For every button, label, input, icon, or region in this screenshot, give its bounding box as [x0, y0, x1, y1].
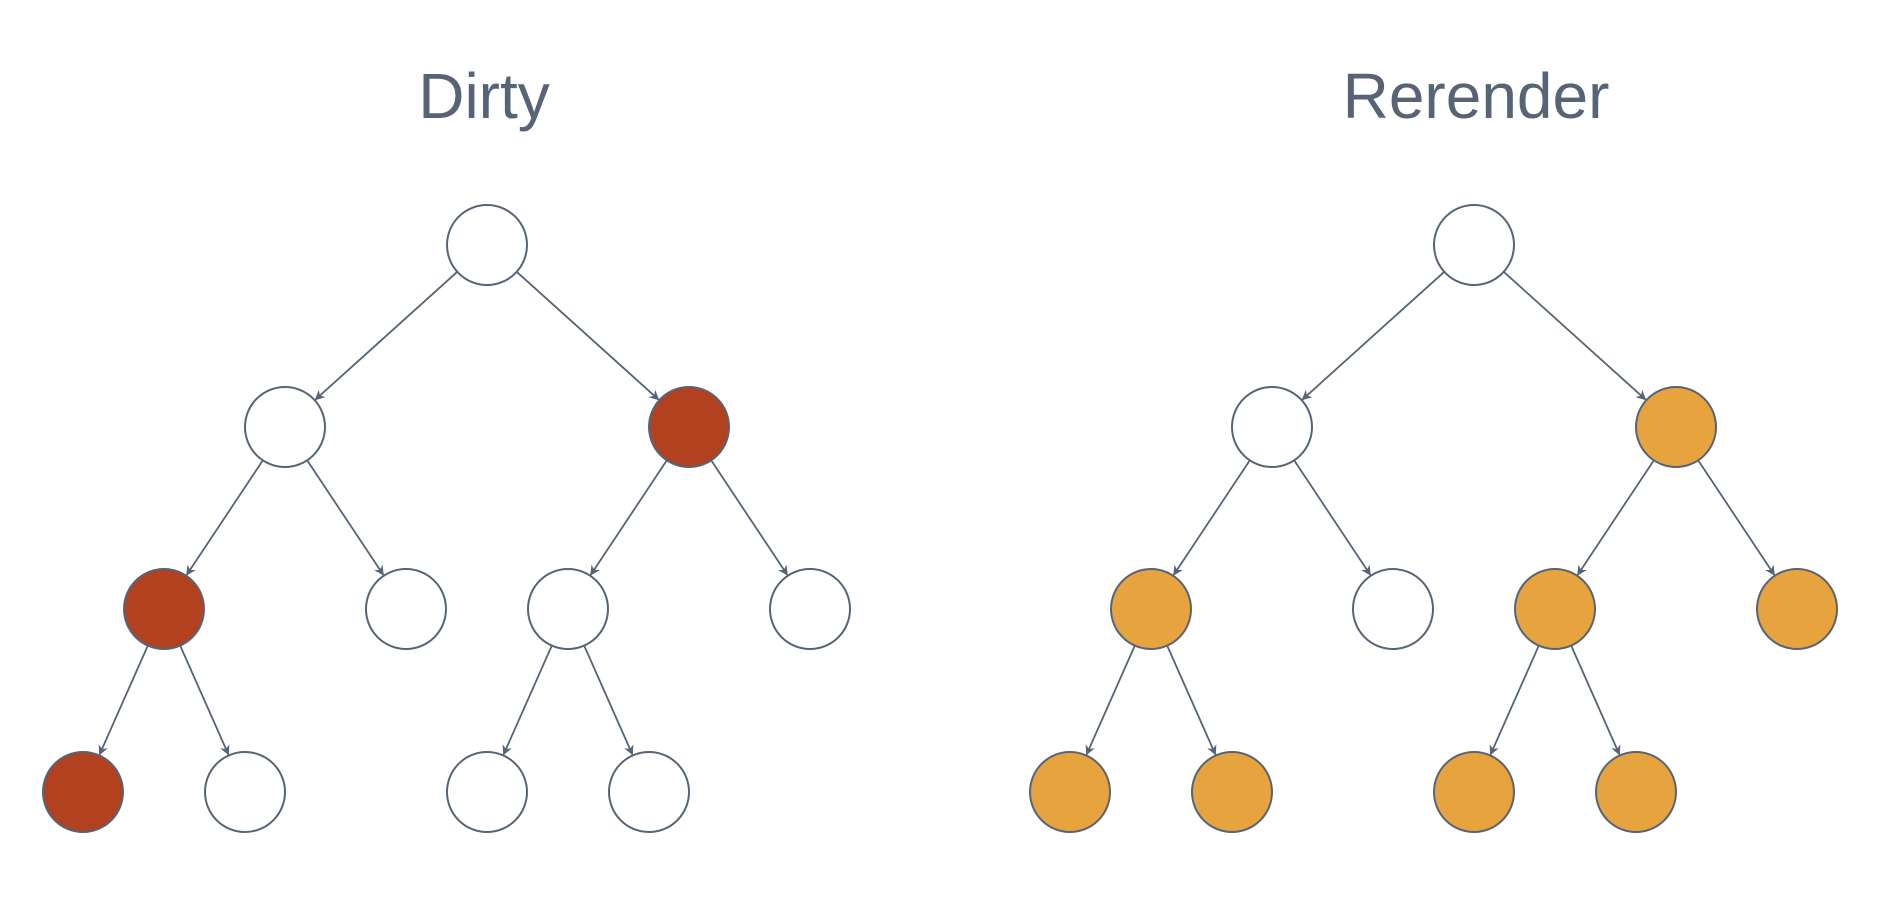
edges-rerender [1085, 271, 1776, 756]
edge-dirty-r-rl [589, 459, 668, 576]
edge-rerender-r-rl [1576, 459, 1655, 576]
edge-rerender-root-r [1503, 271, 1647, 401]
edge-rerender-l-lr [1293, 459, 1372, 576]
edge-dirty-l-ll [185, 459, 264, 576]
edge-rerender-ll-lll [1085, 645, 1136, 756]
edge-dirty-rl-rlr [583, 645, 634, 756]
edge-rerender-ll-llr [1166, 645, 1217, 756]
node-rerender-rl [1514, 568, 1596, 650]
node-rerender-root [1433, 204, 1515, 286]
nodes-dirty [42, 204, 851, 833]
node-rerender-rlr [1595, 751, 1677, 833]
node-dirty-lr [365, 568, 447, 650]
edges-dirty [98, 271, 789, 756]
node-rerender-lr [1352, 568, 1434, 650]
node-dirty-llr [204, 751, 286, 833]
node-dirty-lll [42, 751, 124, 833]
panel-dirty: Dirty [42, 60, 851, 833]
edge-rerender-l-ll [1172, 459, 1251, 576]
node-dirty-ll [123, 568, 205, 650]
node-rerender-lll [1029, 751, 1111, 833]
node-dirty-rl [527, 568, 609, 650]
edge-dirty-l-lr [306, 459, 385, 576]
node-dirty-r [648, 386, 730, 468]
node-dirty-l [244, 386, 326, 468]
node-rerender-rll [1433, 751, 1515, 833]
node-dirty-rr [769, 568, 851, 650]
edge-rerender-root-l [1301, 271, 1445, 401]
edge-dirty-ll-lll [98, 645, 149, 756]
node-dirty-root [446, 204, 528, 286]
edge-dirty-rl-rll [502, 645, 553, 756]
node-rerender-llr [1191, 751, 1273, 833]
panel-rerender: Rerender [1029, 60, 1838, 833]
node-dirty-rlr [608, 751, 690, 833]
edge-dirty-root-r [516, 271, 660, 401]
nodes-rerender [1029, 204, 1838, 833]
edge-dirty-root-l [314, 271, 458, 401]
node-rerender-rr [1756, 568, 1838, 650]
node-rerender-ll [1110, 568, 1192, 650]
panel-title-rerender: Rerender [1343, 60, 1610, 132]
node-dirty-rll [446, 751, 528, 833]
edge-rerender-rl-rlr [1570, 645, 1621, 756]
edge-rerender-rl-rll [1489, 645, 1540, 756]
node-rerender-r [1635, 386, 1717, 468]
node-rerender-l [1231, 386, 1313, 468]
panel-title-dirty: Dirty [418, 60, 550, 132]
edge-dirty-r-rr [710, 459, 789, 576]
edge-rerender-r-rr [1697, 459, 1776, 576]
edge-dirty-ll-llr [179, 645, 230, 756]
